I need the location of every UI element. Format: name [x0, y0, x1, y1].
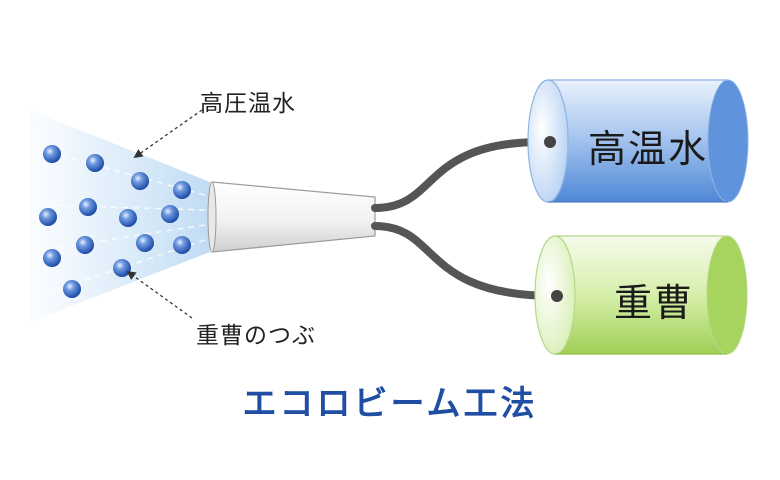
pressure-water-label: 高圧温水 — [200, 91, 296, 117]
hose-soda — [371, 222, 559, 300]
hose-hot-water — [371, 137, 552, 212]
particle — [131, 172, 149, 190]
particle — [43, 145, 61, 163]
particle — [173, 236, 191, 254]
nozzle — [211, 181, 376, 253]
particle — [63, 280, 81, 298]
nozzle-tip — [207, 181, 217, 253]
particle — [39, 208, 57, 226]
particle — [119, 209, 137, 227]
soda-tank-label: 重曹 — [614, 281, 695, 325]
method-caption: エコロビーム工法 — [242, 384, 538, 424]
particle — [161, 205, 179, 223]
particle — [173, 181, 191, 199]
pressure-water-arrow — [133, 109, 203, 159]
particle — [113, 259, 131, 277]
particle — [136, 234, 154, 252]
hose-connector — [551, 290, 563, 302]
soda-particles — [39, 145, 191, 298]
particle — [86, 154, 104, 172]
particle — [76, 236, 94, 254]
soda-particles-label: 重曹のつぶ — [196, 323, 316, 349]
hot-water-tank-label: 高温水 — [588, 127, 709, 171]
hose-connector — [544, 136, 556, 148]
soda-particle-arrow — [126, 270, 193, 319]
particle — [79, 198, 97, 216]
particle — [43, 249, 61, 267]
soda-tank — [534, 235, 748, 355]
hot-water-tank — [527, 79, 749, 203]
